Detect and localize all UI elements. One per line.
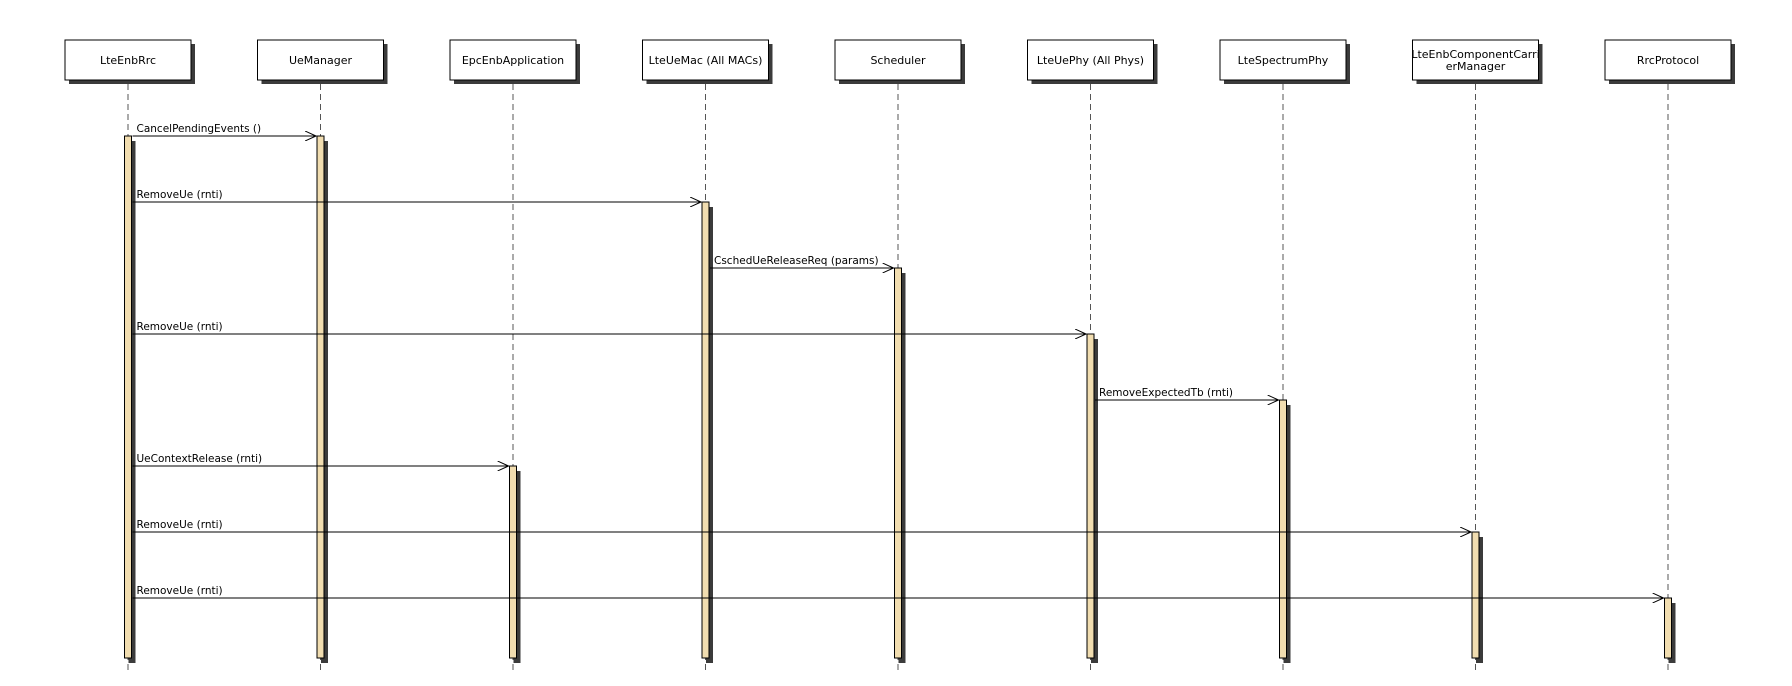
activation-sched [894, 267, 906, 663]
participant-box [449, 39, 577, 81]
participant-label: UeManager [289, 54, 353, 67]
participant-box [64, 39, 192, 81]
message-label: CancelPendingEvents () [137, 123, 262, 135]
message-4: RemoveExpectedTb (rnti) [1095, 387, 1279, 400]
activation-epcapp [509, 465, 521, 663]
activation-bar [1086, 333, 1095, 659]
activations-layer [124, 135, 1676, 663]
participant-label: LteEnbComponentCarri [1411, 48, 1539, 61]
message-6: RemoveUe (rnti) [132, 519, 1472, 532]
participant-epcapp: EpcEnbApplication [449, 39, 580, 84]
participant-label: LteUePhy (All Phys) [1037, 54, 1144, 67]
participant-rrc: LteEnbRrc [64, 39, 195, 84]
activation-mac [701, 201, 713, 663]
activation-phy [1086, 333, 1098, 663]
message-7: RemoveUe (rnti) [132, 585, 1664, 598]
participant-label: erManager [1446, 60, 1506, 73]
activation-bar [1664, 597, 1672, 659]
activation-bar [124, 135, 132, 659]
participant-box [1604, 39, 1732, 81]
message-0: CancelPendingEvents () [132, 123, 317, 136]
message-1: RemoveUe (rnti) [132, 189, 702, 202]
message-label: RemoveExpectedTb (rnti) [1099, 387, 1233, 399]
message-label: UeContextRelease (rnti) [137, 453, 263, 465]
participant-box [642, 39, 769, 81]
participant-sched: Scheduler [834, 39, 965, 84]
participant-label: Scheduler [870, 54, 926, 67]
message-3: RemoveUe (rnti) [132, 321, 1087, 334]
participant-box [257, 39, 384, 81]
activation-bar [701, 201, 710, 659]
message-label: RemoveUe (rnti) [137, 519, 223, 531]
activation-ccm [1471, 531, 1483, 663]
participant-box [1027, 39, 1154, 81]
participant-phy: LteUePhy (All Phys) [1027, 39, 1158, 84]
participant-label: LteUeMac (All MACs) [649, 54, 763, 67]
participant-box [1412, 39, 1539, 81]
participant-label: LteSpectrumPhy [1238, 54, 1329, 67]
messages-layer: CancelPendingEvents () RemoveUe (rnti) Csc… [132, 123, 1664, 598]
message-label: RemoveUe (rnti) [137, 321, 223, 333]
participant-box [834, 39, 962, 81]
message-5: UeContextRelease (rnti) [132, 453, 509, 466]
message-label: CschedUeReleaseReq (params) [714, 255, 879, 267]
activation-rrc [124, 135, 136, 663]
participant-rrcproto: RrcProtocol [1604, 39, 1735, 84]
participant-box [1219, 39, 1347, 81]
participant-label: LteEnbRrc [100, 54, 156, 67]
activation-bar [1471, 531, 1480, 659]
message-label: RemoveUe (rnti) [137, 585, 223, 597]
activation-specphy [1279, 399, 1291, 663]
message-2: CschedUeReleaseReq (params) [710, 255, 894, 268]
activation-bar [316, 135, 325, 659]
activation-bar [1279, 399, 1287, 659]
activation-uemgr [316, 135, 328, 663]
participant-boxes-layer: LteEnbRrc UeManager EpcEnbApplication LteUe… [64, 39, 1735, 84]
activation-bar [509, 465, 517, 659]
participant-mac: LteUeMac (All MACs) [642, 39, 773, 84]
participant-label: EpcEnbApplication [462, 54, 564, 67]
activation-bar [894, 267, 902, 659]
message-label: RemoveUe (rnti) [137, 189, 223, 201]
participant-uemgr: UeManager [257, 39, 388, 84]
participant-label: RrcProtocol [1637, 54, 1699, 67]
participant-specphy: LteSpectrumPhy [1219, 39, 1350, 84]
activation-rrcproto [1664, 597, 1676, 663]
